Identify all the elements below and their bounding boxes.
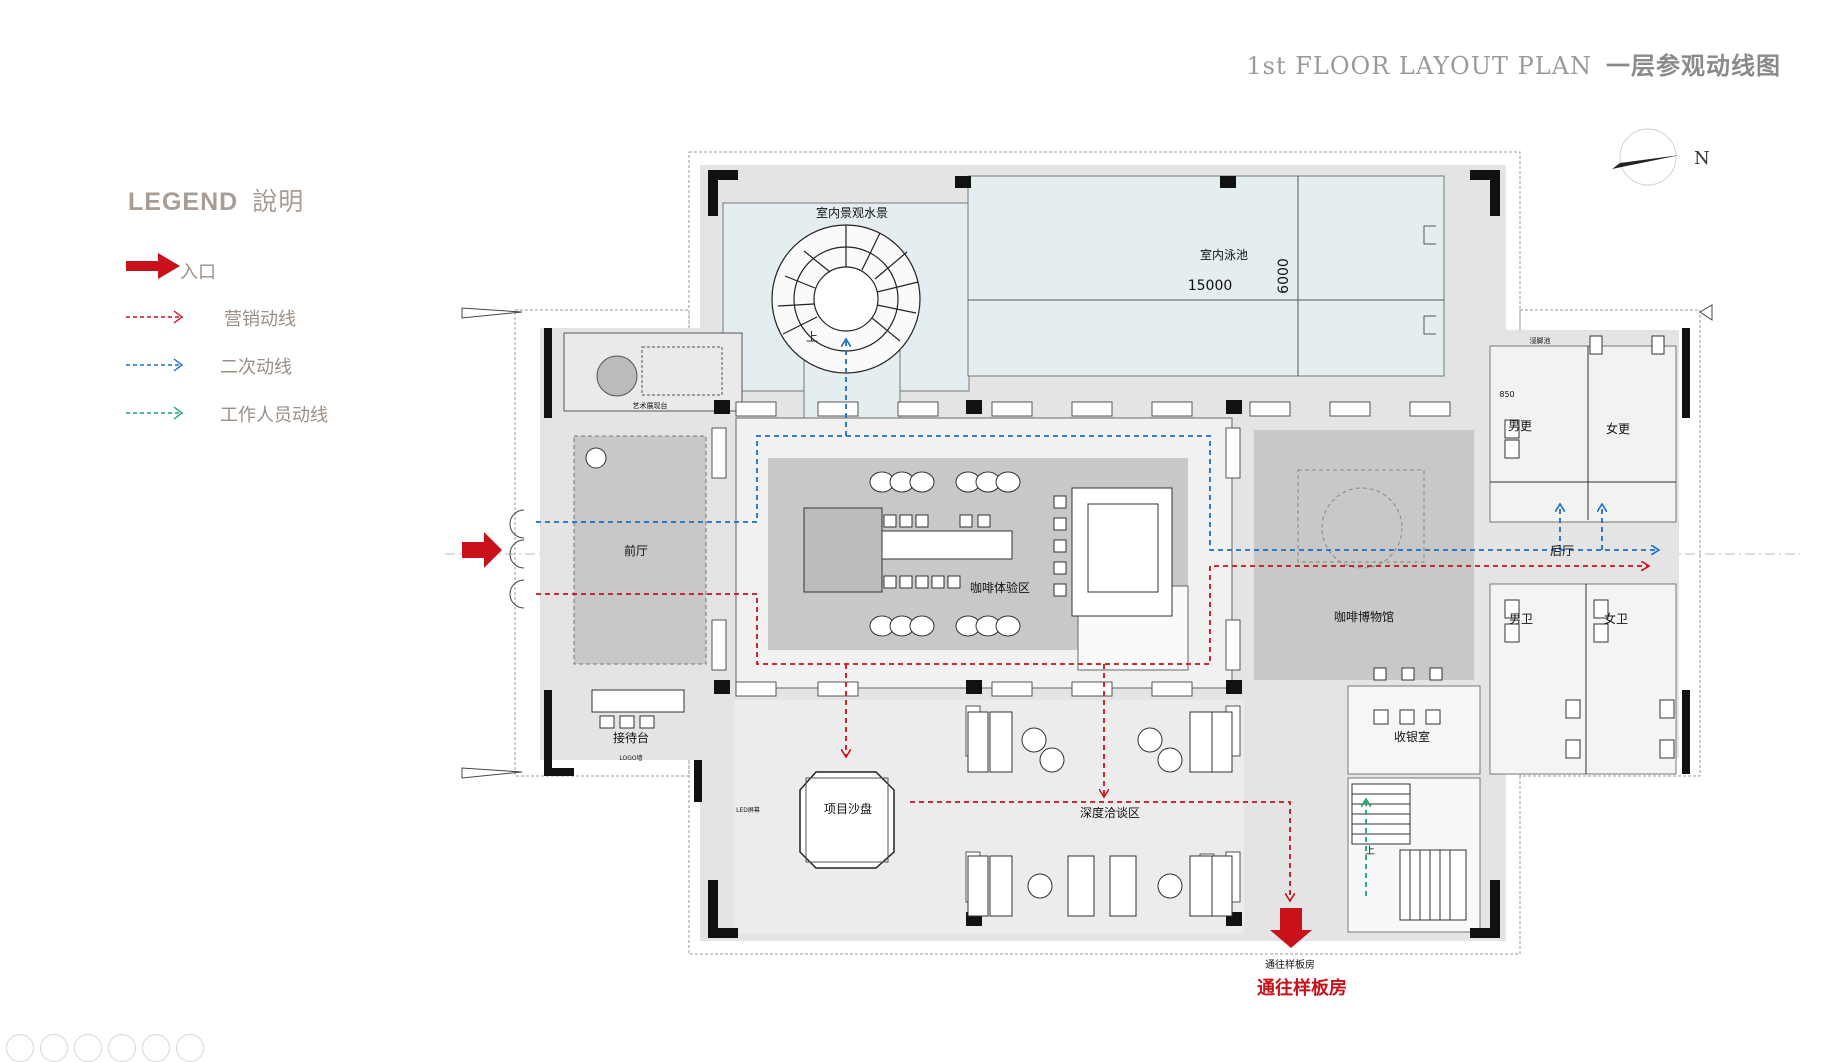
- label-sand-table: 项目沙盘: [824, 801, 872, 816]
- secondary-route: [536, 340, 1658, 550]
- label-art-platform: 艺术展现台: [633, 401, 668, 410]
- legend-title-cn: 說明: [252, 188, 305, 216]
- label-pool: 室内泳池: [1200, 247, 1248, 262]
- stair-up-label: 上: [806, 330, 818, 344]
- more-icon[interactable]: [176, 1034, 204, 1062]
- entrance-arrow-icon: [126, 253, 180, 279]
- label-stair-up-2: 上: [1365, 845, 1375, 857]
- legend-title-en: LEGEND: [128, 188, 239, 216]
- compass-north-label: N: [1694, 148, 1710, 169]
- presentation-toolbar: [0, 1034, 220, 1062]
- label-dim-850: 850: [1499, 390, 1514, 399]
- label-male-changing: 男更: [1508, 419, 1532, 433]
- next-icon[interactable]: [40, 1034, 68, 1062]
- zoom-icon[interactable]: [142, 1034, 170, 1062]
- label-pool-width: 6000: [1276, 258, 1292, 294]
- title-cn: 一层参观动线图: [1606, 52, 1781, 80]
- coffee-furniture: [803, 471, 1173, 637]
- entrance-arrow-icon: [462, 532, 502, 568]
- label-male-wc: 男卫: [1509, 612, 1533, 626]
- label-negotiation: 深度洽谈区: [1080, 805, 1140, 820]
- secondary-route-icon: [126, 358, 184, 372]
- title-en: 1st FLOOR LAYOUT PLAN: [1246, 52, 1592, 80]
- stair-core: [1351, 783, 1467, 921]
- label-logo-wall: LOGO墙: [619, 754, 642, 762]
- slides-icon[interactable]: [108, 1034, 136, 1062]
- label-to-showroom: 通往样板房: [1257, 977, 1347, 999]
- exit-arrow-icon: [1270, 908, 1312, 948]
- pen-icon[interactable]: [74, 1034, 102, 1062]
- label-to-showroom-small: 通往样板房: [1265, 958, 1315, 971]
- marketing-route-icon: [126, 310, 184, 324]
- label-female-wc: 女卫: [1604, 611, 1628, 626]
- prev-icon[interactable]: [6, 1034, 34, 1062]
- legend-title: LEGEND 說明: [128, 182, 304, 218]
- page-title: 1st FLOOR LAYOUT PLAN 一层参观动线图: [1246, 46, 1781, 81]
- label-coffee-museum: 咖啡博物馆: [1334, 609, 1394, 624]
- label-coffee-experience: 咖啡体验区: [970, 580, 1030, 595]
- label-back-hall: 后厅: [1550, 544, 1574, 558]
- label-pool-length: 15000: [1188, 278, 1233, 294]
- legend-marketing-label: 营销动线: [224, 309, 296, 329]
- label-foot-bath: 浸脚池: [1530, 336, 1551, 345]
- spiral-staircase: [771, 224, 921, 374]
- label-reception: 接待台: [613, 730, 649, 745]
- label-water-feature: 室内景观水景: [816, 205, 888, 220]
- label-cashier: 收银室: [1394, 729, 1430, 744]
- label-led-screen: LED屏幕: [736, 806, 760, 814]
- legend-entrance-label: 入口: [180, 262, 216, 282]
- walls: [544, 170, 1690, 938]
- compass: N: [1612, 128, 1710, 186]
- label-female-changing: 女更: [1606, 421, 1630, 436]
- legend-staff-label: 工作人员动线: [220, 405, 328, 425]
- staff-route-icon: [126, 406, 184, 420]
- marketing-route: [536, 566, 1648, 900]
- legend-secondary-label: 二次动线: [220, 357, 292, 377]
- label-lobby: 前厅: [624, 543, 648, 558]
